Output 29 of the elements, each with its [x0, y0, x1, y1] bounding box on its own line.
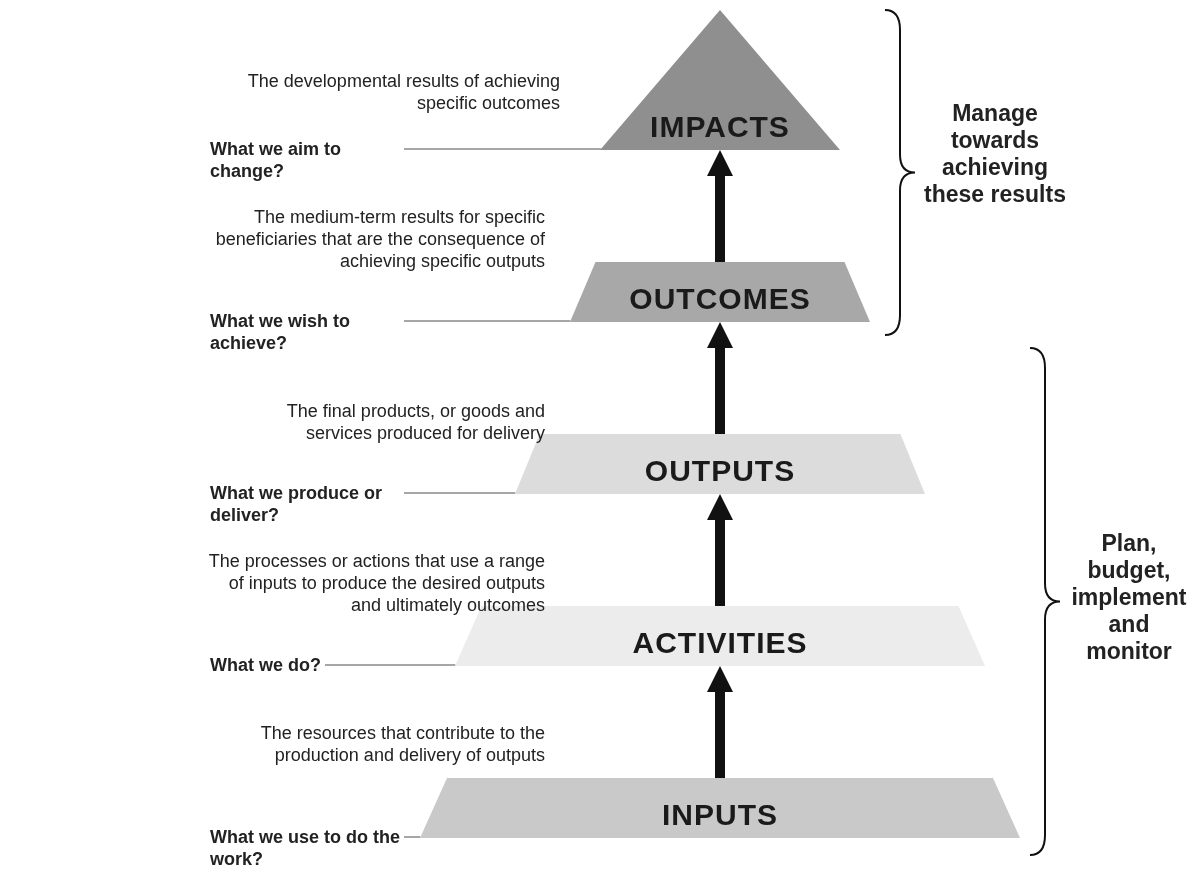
leader-line	[403, 492, 517, 494]
leader-line	[403, 320, 572, 322]
tier-label: ACTIVITIES	[631, 626, 809, 660]
bracket-note: Plan, budget, implement and monitor	[1070, 530, 1188, 665]
question-text: What we use to do the work?	[210, 826, 400, 870]
tier-label: OUTCOMES	[628, 282, 812, 316]
description-text: The resources that contribute to the production and delivery of outputs	[259, 722, 545, 766]
tier-label: IMPACTS	[649, 110, 791, 144]
description-text: The final products, or goods and services produced for delivery	[285, 400, 545, 444]
leader-line	[403, 836, 422, 838]
pyramid-tier	[600, 10, 840, 150]
tier-label: OUTPUTS	[643, 454, 797, 488]
description-text: The processes or actions that use a range of inputs to produce the desired outputs and ultimately outcomes	[207, 550, 545, 616]
leader-line	[403, 148, 602, 150]
pyramid-tier	[420, 778, 1020, 838]
pyramid-tier	[570, 262, 870, 322]
description-text: The medium-term results for specific beneficiaries that are the consequence of achieving specific outputs	[214, 206, 545, 272]
bracket-note: Manage towards achieving these results	[923, 100, 1067, 208]
question-text: What we do?	[210, 654, 321, 676]
up-arrow	[707, 666, 733, 778]
up-arrow	[707, 322, 733, 434]
question-text: What we wish to achieve?	[210, 310, 400, 354]
question-text: What we aim to change?	[210, 138, 400, 182]
up-arrow	[707, 494, 733, 606]
tier-label: INPUTS	[661, 798, 779, 832]
leader-line	[324, 664, 457, 666]
description-text: The developmental results of achieving specific outcomes	[246, 70, 560, 114]
question-text: What we produce or deliver?	[210, 482, 400, 526]
up-arrow	[707, 150, 733, 262]
